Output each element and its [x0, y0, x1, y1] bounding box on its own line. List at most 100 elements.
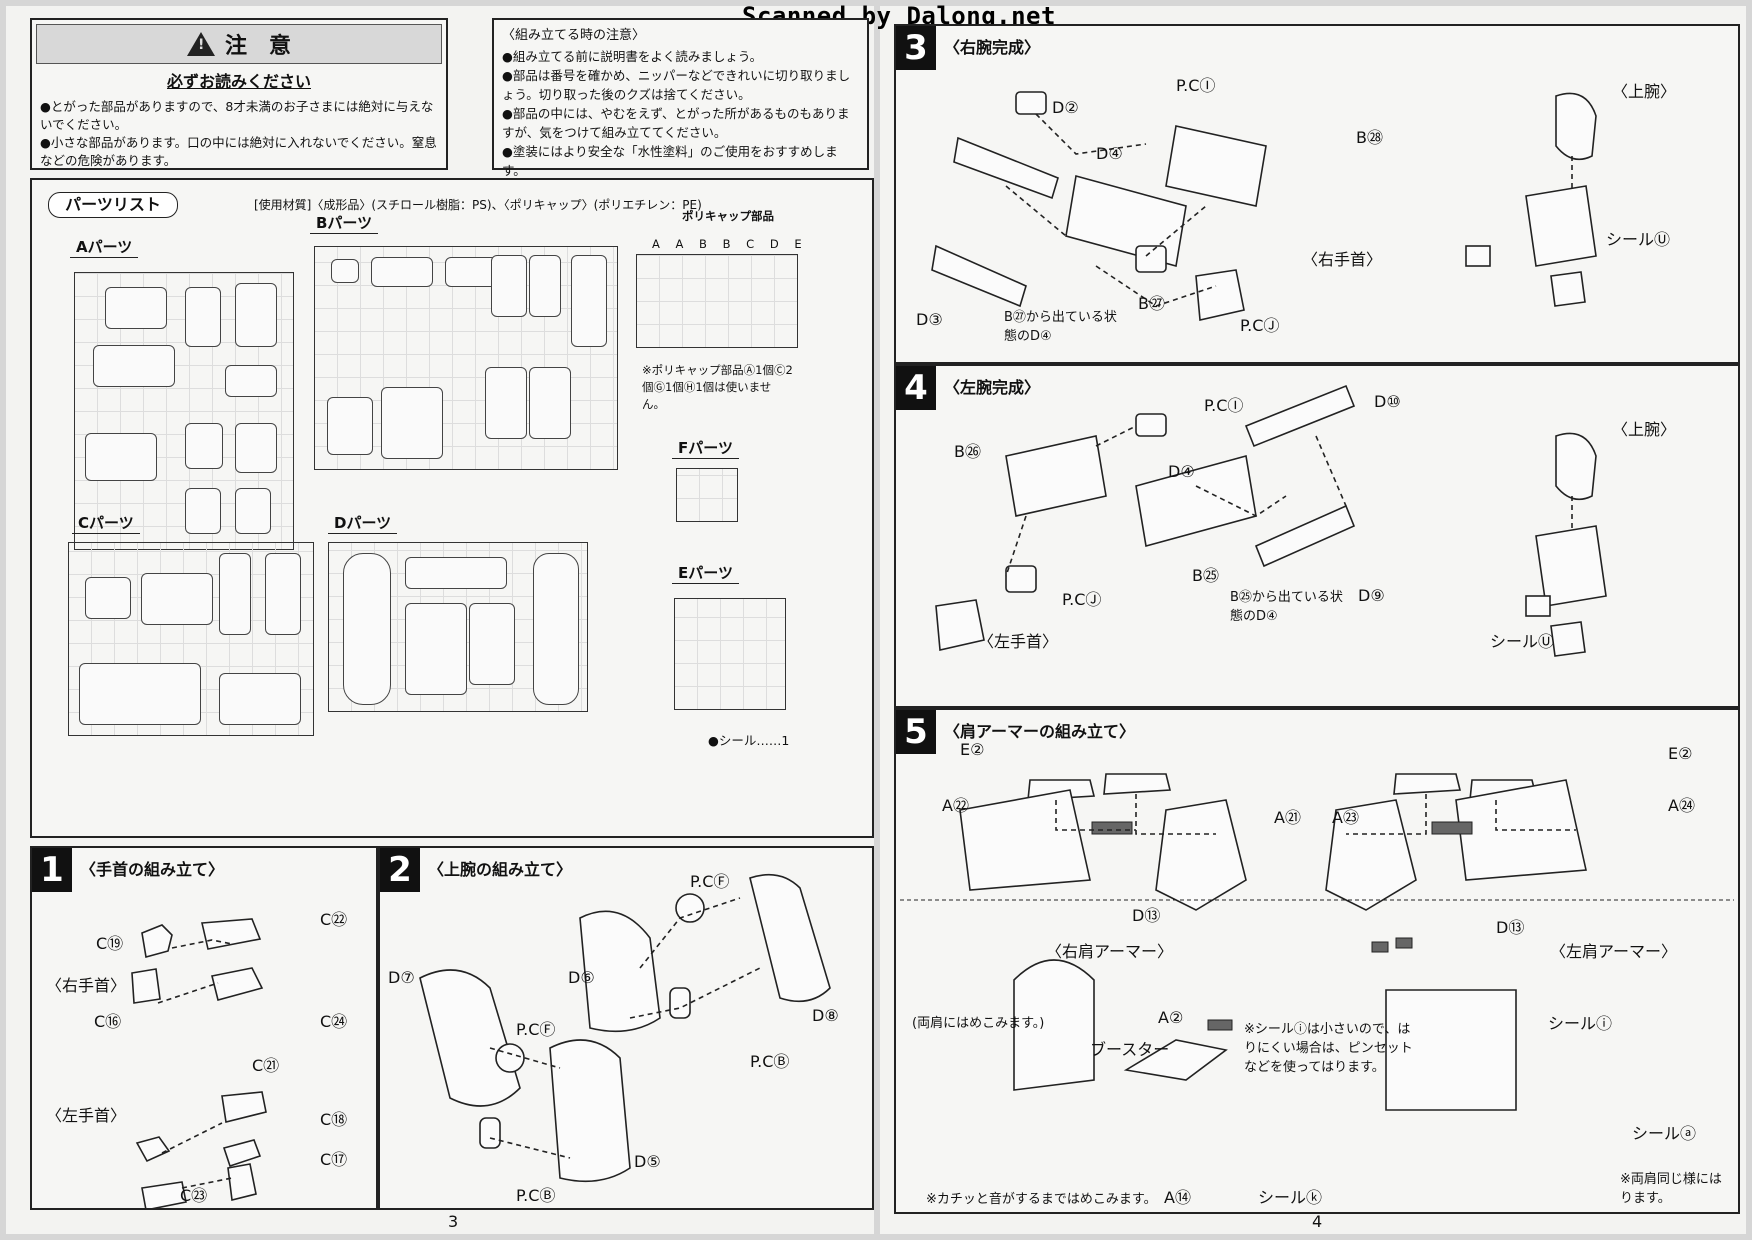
label-d2: D② — [1052, 98, 1079, 117]
label-d9: D⑨ — [1358, 586, 1385, 605]
label-pcb-right: P.CⒷ — [750, 1052, 790, 1071]
polycap-letters: A A B B C D E — [652, 237, 808, 251]
label-c18: C⑱ — [320, 1110, 348, 1129]
parts-list-title: パーツリスト — [48, 192, 178, 218]
label-d10: D⑩ — [1374, 392, 1401, 411]
label-seal-u: シールⓊ — [1606, 230, 1671, 249]
label-pcf-mid: P.CⒻ — [516, 1020, 556, 1039]
label-right-wrist: 〈右手首〉 — [1302, 250, 1383, 269]
step-2-number: 2 — [380, 848, 420, 892]
step-1-illustration — [131, 918, 267, 1208]
label-right-wrist: 〈右手首〉 — [46, 976, 127, 995]
label-seal-i: シールⓘ — [1548, 1014, 1613, 1033]
label-left-armor: 〈左肩アーマー〉 — [1550, 942, 1678, 961]
step-1-number: 1 — [32, 848, 72, 892]
b-parts-sprue — [314, 246, 618, 470]
notes-title: 〈組み立てる時の注意〉 — [502, 28, 646, 43]
label-left-wrist: 〈左手首〉 — [978, 632, 1059, 651]
warning-icon — [186, 32, 215, 56]
caution-box: 注 意 必ずお読みください ●とがった部品がありますので、8才未満のお子さまには… — [30, 18, 448, 170]
parts-list-box: パーツリスト [使用材質]〈成形品〉(スチロール樹脂：PS)、〈ポリキャップ〉(… — [30, 178, 874, 838]
a-parts-label: Aパーツ — [70, 236, 139, 258]
step-3-illustration — [931, 91, 1597, 321]
f-parts-label: Fパーツ — [672, 437, 739, 459]
label-a23: A㉓ — [1332, 808, 1359, 827]
label-seal-note: ※シールⓘは小さいので、はりにくい場合は、ピンセットなどを使ってはります。 — [1244, 1022, 1413, 1075]
label-e2-left: E② — [960, 740, 985, 759]
caution-bullet: ●小さな部品があります。口の中には絶対に入れないでください。窒息などの危険があり… — [40, 135, 437, 168]
step-2-illustration — [419, 873, 831, 1183]
step-4-panel: 4 〈左腕完成〉 P.CⒾ D⑩ B㉖ D④ 〈上腕〉 P.CⒿ B㉕ B㉕から… — [894, 364, 1740, 708]
d-parts-sprue — [328, 542, 588, 712]
label-d13-right: D⑬ — [1496, 918, 1525, 937]
label-pcj: P.CⒿ — [1240, 316, 1280, 335]
label-c21: C㉑ — [252, 1056, 280, 1075]
c-parts-sprue — [68, 542, 314, 736]
seal-count: ●シール……1 — [708, 733, 790, 748]
label-pcj: P.CⒿ — [1062, 590, 1102, 609]
f-parts-sprue — [676, 468, 738, 522]
label-d5: D⑤ — [634, 1152, 661, 1171]
label-a14: A⑭ — [1164, 1188, 1191, 1207]
step-5-number: 5 — [896, 710, 936, 754]
polycap-label: ポリキャップ部品 — [682, 209, 774, 223]
label-b27: B㉗ — [1138, 294, 1165, 313]
label-c24: C㉔ — [320, 1012, 348, 1031]
label-pcb-bottom: P.CⒷ — [516, 1186, 556, 1205]
label-d8: D⑧ — [812, 1006, 839, 1025]
label-upper-arm: 〈上腕〉 — [1612, 420, 1677, 439]
label-note: B㉕から出ている状態のD④ — [1230, 590, 1343, 624]
polycap-note: ※ポリキャップ部品Ⓐ1個Ⓒ2個Ⓖ1個Ⓗ1個は使いません。 — [642, 363, 793, 411]
step-2-panel: 2 〈上腕の組み立て〉 P.CⒻ D⑥ D⑦ P.CⒻ D⑧ P.CⒷ D⑤ P… — [378, 846, 874, 1210]
label-b25: B㉕ — [1192, 566, 1219, 585]
assembly-notes-box: 〈組み立てる時の注意〉 ●組み立てる前に説明書をよく読みましょう。 ●部品は番号… — [492, 18, 869, 178]
step-5-panel: 5 〈肩アーマーの組み立て〉 — [894, 708, 1740, 1214]
c-parts-label: Cパーツ — [72, 512, 140, 534]
b-parts-label: Bパーツ — [310, 212, 379, 234]
label-left-wrist: 〈左手首〉 — [46, 1106, 127, 1125]
polycap-sprue — [636, 254, 798, 348]
step-3-number: 3 — [896, 26, 936, 70]
label-seal-a: シールⓐ — [1632, 1124, 1697, 1143]
label-d7: D⑦ — [388, 968, 415, 987]
label-click-note: ※カチッと音がするまではめこみます。 — [926, 1192, 1157, 1207]
step-4-number: 4 — [896, 366, 936, 410]
caution-bullet: ●とがった部品がありますので、8才未満のお子さまには絶対に与えないでください。 — [40, 99, 434, 132]
page-number-left: 3 — [448, 1212, 459, 1231]
label-seal-u: シールⓊ — [1490, 632, 1555, 651]
e-parts-sprue — [674, 598, 786, 710]
label-c19: C⑲ — [96, 934, 124, 953]
label-d3: D③ — [916, 310, 943, 329]
label-d4: D④ — [1168, 462, 1195, 481]
notes-item: ●部品は番号を確かめ、ニッパーなどできれいに切り取りましょう。切り取った後のクズ… — [502, 68, 851, 102]
label-upper-arm: 〈上腕〉 — [1612, 82, 1677, 101]
label-pcf-top: P.CⒻ — [690, 872, 730, 891]
step-3-panel: 3 〈右腕完成〉 P.CⒾ D② B㉘ D④ 〈上腕〉 シールⓊ 〈右手首〉 D… — [894, 24, 1740, 364]
label-a2: A② — [1158, 1008, 1184, 1027]
d-parts-label: Dパーツ — [328, 512, 398, 534]
step-4-title: 〈左腕完成〉 — [944, 378, 1041, 397]
label-pci: P.CⒾ — [1204, 396, 1244, 415]
caution-header: 注 意 — [36, 24, 442, 64]
notes-item: ●塗装にはより安全な「水性塗料」のご使用をおすすめします。 — [502, 144, 838, 178]
label-c22: C㉒ — [320, 910, 348, 929]
label-note: B㉗から出ている状態のD④ — [1004, 310, 1117, 344]
step-5-title: 〈肩アーマーの組み立て〉 — [944, 722, 1136, 741]
caution-title: 注 意 — [224, 34, 291, 59]
label-a21: A㉑ — [1274, 808, 1301, 827]
label-both-shoulders: (両肩にはめこみます。) — [912, 1016, 1045, 1031]
notes-item: ●部品の中には、やむをえず、とがった所があるものもありますが、気をつけて組み立て… — [502, 106, 850, 140]
caution-subtitle: 必ずお読みください — [166, 72, 311, 91]
step-3-title: 〈右腕完成〉 — [944, 38, 1041, 57]
label-booster: ブースター — [1090, 1040, 1170, 1059]
label-right-armor: 〈右肩アーマー〉 — [1046, 942, 1174, 961]
label-a24: A㉔ — [1668, 796, 1695, 815]
label-b26: B㉖ — [954, 442, 981, 461]
page-number-right: 4 — [1312, 1212, 1323, 1231]
step-1-title: 〈手首の組み立て〉 — [80, 860, 225, 879]
label-same-note: ※両肩同じ様にはります。 — [1620, 1172, 1722, 1206]
step-4-illustration — [935, 384, 1607, 657]
label-d6: D⑥ — [568, 968, 595, 987]
label-d4: D④ — [1096, 144, 1123, 163]
label-seal-ka: シールⓚ — [1258, 1188, 1323, 1207]
